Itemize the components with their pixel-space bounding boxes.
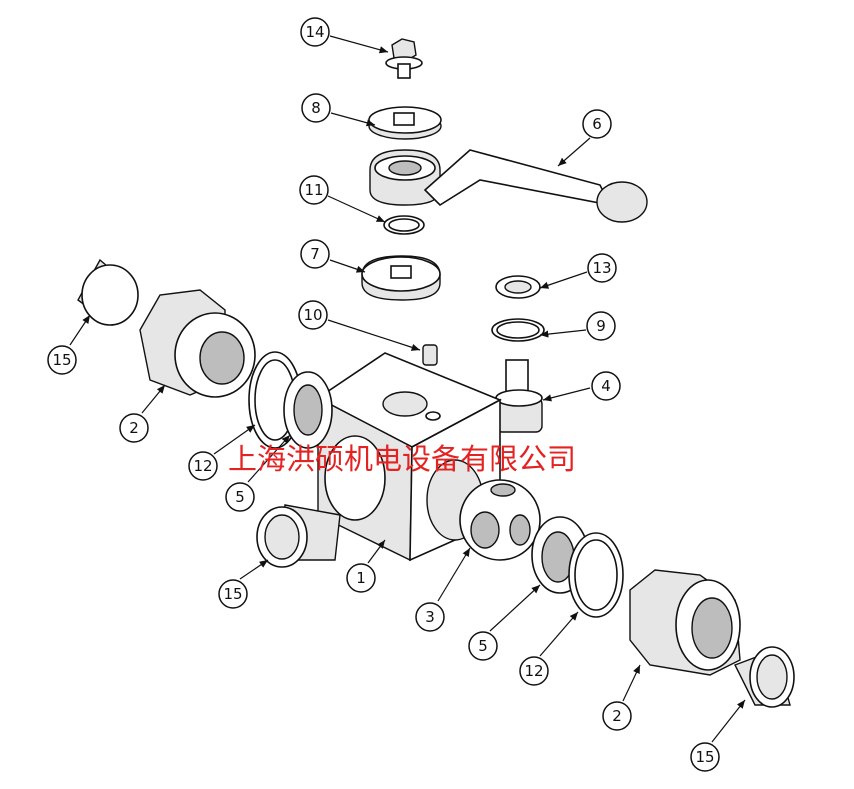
- callout-9: 9: [586, 311, 616, 341]
- callout-6: 6: [582, 109, 612, 139]
- part-cap-right: [734, 646, 795, 708]
- part-ring-9-inner: [496, 321, 540, 339]
- callout-15-right: 15: [690, 742, 720, 772]
- part-stop-washer: [361, 255, 441, 301]
- callout-14: 14: [300, 17, 330, 47]
- svg-text:3: 3: [425, 608, 435, 626]
- svg-text:4: 4: [601, 377, 611, 395]
- callout-15-top-left: 15: [47, 345, 77, 375]
- part-handle: [369, 149, 648, 223]
- part-bolt: [385, 38, 423, 79]
- part-cap-left-top: [77, 258, 139, 327]
- callout-5-right: 5: [468, 631, 498, 661]
- part-seat-5-left-inner: [293, 384, 323, 436]
- part-ball: [459, 479, 541, 561]
- part-pin: [422, 344, 438, 366]
- svg-text:13: 13: [592, 259, 611, 277]
- part-cap-left-bottom: [256, 504, 341, 568]
- svg-text:11: 11: [304, 181, 323, 199]
- svg-text:5: 5: [235, 488, 245, 506]
- svg-text:12: 12: [524, 662, 543, 680]
- company-watermark: 上海洪硕机电设备有限公司: [228, 442, 577, 476]
- svg-text:14: 14: [305, 23, 324, 41]
- svg-text:7: 7: [310, 245, 320, 263]
- svg-text:12: 12: [193, 457, 212, 475]
- part-stop-plate: [368, 106, 442, 140]
- svg-text:6: 6: [592, 115, 602, 133]
- callout-3: 3: [415, 602, 445, 632]
- svg-text:15: 15: [695, 748, 714, 766]
- svg-text:2: 2: [612, 707, 622, 725]
- svg-text:15: 15: [223, 585, 242, 603]
- part-o-ring-11-inner: [388, 218, 420, 232]
- callout-15-mid-left: 15: [218, 579, 248, 609]
- callout-8: 8: [301, 93, 331, 123]
- part-seal-12-right-inner: [574, 539, 618, 611]
- callout-12-right: 12: [519, 656, 549, 686]
- part-stem: [495, 359, 543, 433]
- callout-7: 7: [300, 239, 330, 269]
- callout-11: 11: [299, 175, 329, 205]
- washer-13-hole: [504, 280, 532, 294]
- svg-text:5: 5: [478, 637, 488, 655]
- svg-text:1: 1: [356, 569, 366, 587]
- callout-2-right: 2: [602, 701, 632, 731]
- callout-4: 4: [591, 371, 621, 401]
- callout-12-left: 12: [188, 451, 218, 481]
- svg-text:15: 15: [52, 351, 71, 369]
- part-nut-right: [629, 569, 741, 676]
- callout-5-left: 5: [225, 482, 255, 512]
- svg-text:10: 10: [303, 306, 322, 324]
- callout-1: 1: [346, 563, 376, 593]
- callout-13: 13: [587, 253, 617, 283]
- svg-text:9: 9: [596, 317, 606, 335]
- part-nut-left: [139, 289, 256, 398]
- leader-lines: [69, 35, 746, 743]
- callout-2-left: 2: [119, 413, 149, 443]
- callout-10: 10: [298, 300, 328, 330]
- svg-text:8: 8: [311, 99, 321, 117]
- svg-text:2: 2: [129, 419, 139, 437]
